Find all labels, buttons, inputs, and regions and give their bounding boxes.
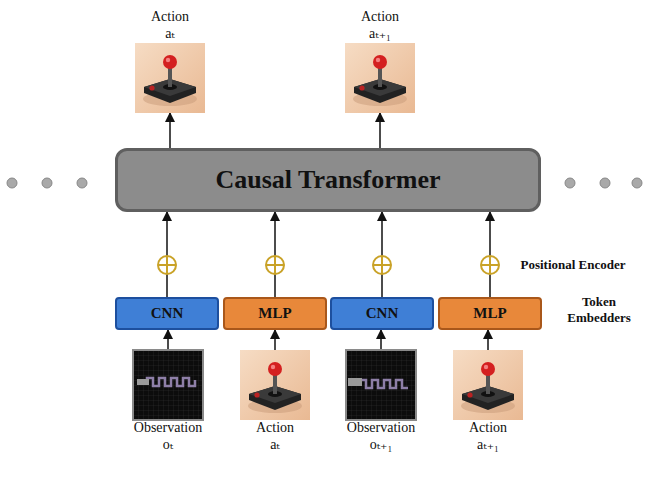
- input-token: Observation oₜ₊₁: [346, 350, 416, 454]
- node-label: Causal Transformer: [215, 165, 440, 195]
- positional-encoder-symbol: [158, 256, 499, 274]
- caption: Action aₜ₊₁: [361, 9, 399, 43]
- cnn-embedder: CNN: [115, 297, 219, 330]
- observation-image: [133, 350, 203, 420]
- caption: Action aₜ₊₁: [469, 420, 507, 454]
- joystick-icon: [453, 350, 523, 420]
- caption: Observation oₜ: [134, 420, 202, 454]
- input-token: Observation oₜ: [133, 350, 203, 454]
- caption: Action aₜ: [256, 420, 294, 454]
- output-action: Action aₜ: [135, 9, 205, 113]
- cnn-embedder: CNN: [330, 297, 434, 330]
- joystick-icon: [135, 43, 205, 113]
- flow-arrow: [166, 212, 168, 297]
- mlp-embedder: MLP: [223, 297, 327, 330]
- caption: Observation oₜ₊₁: [347, 420, 415, 454]
- caption: Action aₜ: [151, 9, 189, 43]
- joystick-icon: [345, 43, 415, 113]
- input-token: Action aₜ: [240, 350, 310, 454]
- input-token: Action aₜ₊₁: [453, 350, 523, 454]
- flow-arrow: [381, 212, 383, 297]
- joystick-icon: [240, 350, 310, 420]
- output-action: Action aₜ₊₁: [345, 9, 415, 113]
- observation-image: [346, 350, 416, 420]
- node-label: CNN: [366, 305, 399, 322]
- side-label: Token Embedders: [556, 294, 642, 326]
- transformer-box: Causal Transformer: [115, 148, 541, 212]
- flow-arrow: [274, 330, 276, 350]
- flow-arrow: [380, 330, 382, 350]
- flow-arrow: [167, 330, 169, 350]
- node-label: MLP: [473, 305, 506, 322]
- flow-arrow: [169, 113, 171, 148]
- section-label: Positional Encoder: [503, 257, 643, 273]
- flow-arrow: [274, 212, 276, 297]
- flow-arrow: [489, 212, 491, 297]
- node-label: MLP: [258, 305, 291, 322]
- node-label: CNN: [151, 305, 184, 322]
- flow-arrow: [379, 113, 381, 148]
- flow-arrow: [487, 330, 489, 350]
- mlp-embedder: MLP: [438, 297, 542, 330]
